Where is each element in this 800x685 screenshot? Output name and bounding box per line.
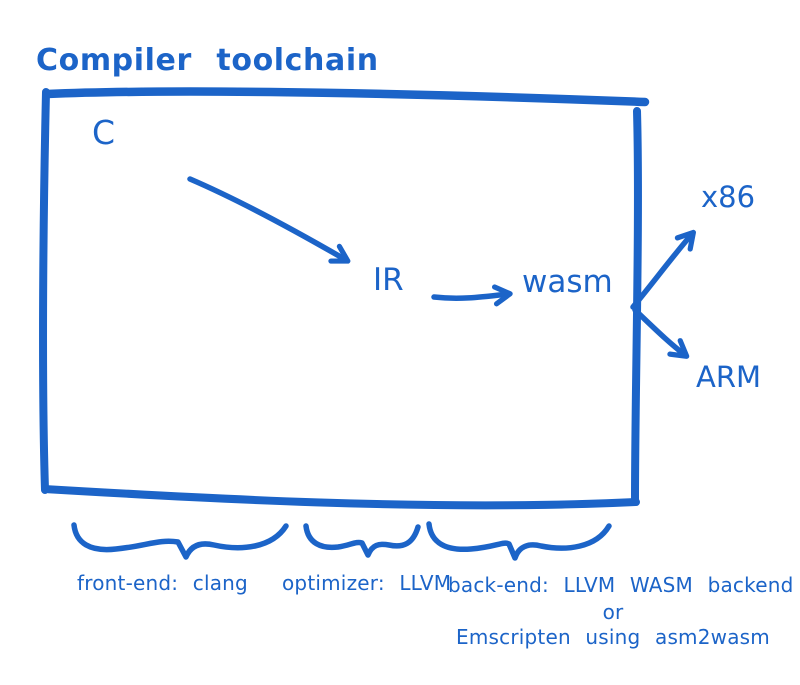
- stage-backend-line3: Emscripten using asm2wasm: [456, 625, 770, 649]
- stage-backend-line1: back-end: LLVM WASM backend: [448, 573, 794, 597]
- arrow-ir-to-wasm: [431, 284, 513, 307]
- arrow-c-to-ir: [187, 176, 351, 264]
- stage-optimizer-label: optimizer: LLVM: [282, 571, 452, 595]
- toolchain-box: [39, 87, 650, 510]
- brace-frontend: [71, 522, 289, 560]
- node-c: C: [92, 113, 116, 152]
- stage-backend-label: back-end: LLVM WASM backend or Emscripte…: [448, 573, 794, 649]
- stage-backend-line2: or: [602, 600, 624, 624]
- arrow-wasm-to-x86: [630, 229, 696, 310]
- diagram-title: Compiler toolchain: [36, 43, 379, 78]
- node-wasm: wasm: [522, 264, 613, 300]
- arrow-wasm-to-arm: [632, 307, 690, 359]
- node-x86: x86: [701, 180, 756, 214]
- node-ir: IR: [373, 262, 404, 298]
- node-arm: ARM: [696, 360, 762, 394]
- brace-backend: [426, 521, 612, 561]
- brace-optimizer: [303, 523, 421, 558]
- stage-frontend-label: front-end: clang: [77, 571, 248, 595]
